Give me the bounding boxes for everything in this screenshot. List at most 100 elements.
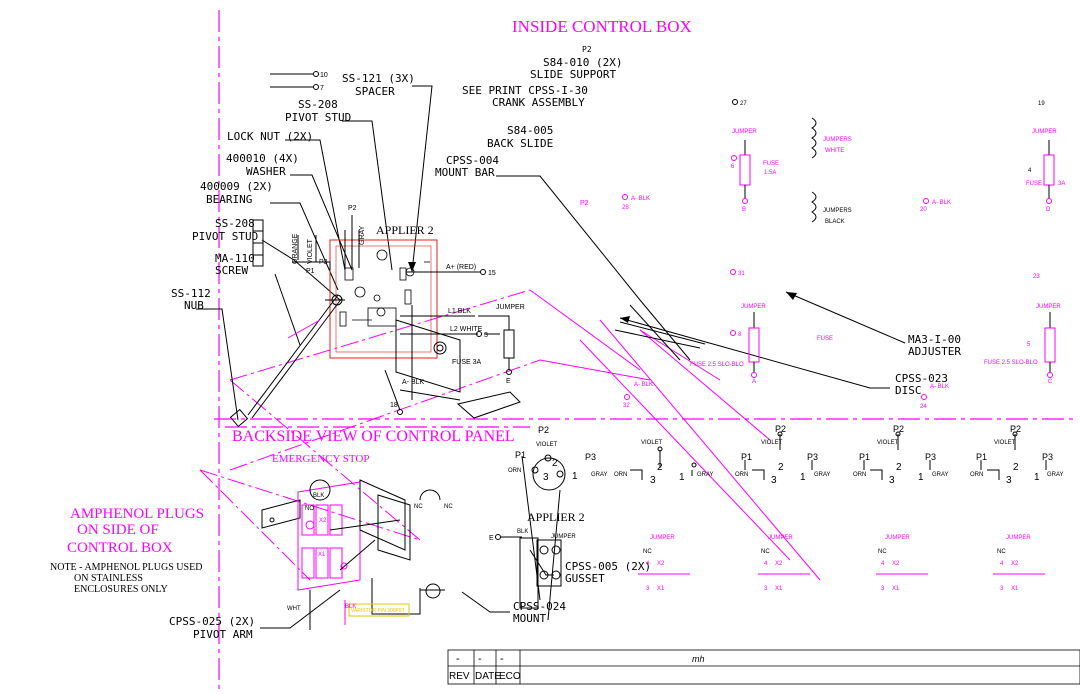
label-spacer: SPACER <box>355 85 395 98</box>
wire-3: 3 <box>484 332 488 339</box>
inside-control-box-title: INSIDE CONTROL BOX <box>512 17 692 36</box>
nc3-4: 4 <box>881 561 885 567</box>
rs-black: BLACK <box>825 219 845 225</box>
sg2-p1: P1 <box>741 452 752 462</box>
sg3-gray: GRAY <box>932 472 949 478</box>
wire-7-label: 7 <box>320 85 324 92</box>
rev-initials: mh <box>692 654 705 664</box>
label-cpss-005: CPSS-005 (2X) <box>565 560 651 573</box>
rs-27: 27 <box>740 101 747 107</box>
wire-a-plus: A+ (RED) <box>446 264 476 271</box>
estop-wire-labels: BLK NO X2 X1 BLK WHT NC NC <box>287 493 453 612</box>
rs-a-blk-4: A- BLK <box>930 384 949 390</box>
rs-c: C <box>1048 379 1053 385</box>
sg3-k2: 2 <box>896 462 902 473</box>
label-pivot-arm: PIVOT ARM <box>193 628 253 641</box>
rs-24: 24 <box>920 404 927 410</box>
estop-nc-1: NC <box>414 504 423 510</box>
varistor-label: VARISTOR P/N 300P9T <box>351 608 405 614</box>
label-crank-assembly: CRANK ASSEMBLY <box>492 96 585 109</box>
label-slide-support: SLIDE SUPPORT <box>530 68 616 81</box>
nc4-3: 3 <box>1000 586 1004 592</box>
wire-orange-board: ORANGE <box>292 233 299 264</box>
sg2-orn: ORN <box>735 472 748 478</box>
rs-d: D <box>1046 207 1051 213</box>
rs-6: 6 <box>731 164 735 170</box>
label-cpss-004: CPSS-004 <box>446 154 499 167</box>
wire-p2-board: P2 <box>348 205 357 212</box>
switch-group-3: P2 VIOLET P1 P3 ORN 2 3 1 GRAY <box>853 424 949 486</box>
nc2-nc: NC <box>761 549 770 555</box>
rs-5: 5 <box>1027 342 1031 348</box>
label-cpss-023: CPSS-023 <box>895 372 948 385</box>
rs-white: WHITE <box>825 148 844 154</box>
rs-b: B <box>742 207 746 213</box>
nc1-x2: X2 <box>657 561 665 567</box>
rs-fuse-15: FUSE <box>763 161 779 167</box>
nc1-nc: NC <box>643 549 652 555</box>
label-bearing: BEARING <box>206 193 252 206</box>
sg3-k1: 1 <box>918 472 924 483</box>
sg4-violet: VIOLET <box>994 440 1016 446</box>
nc3-jumper: JUMPER <box>885 535 910 541</box>
terminal-e-top <box>506 369 512 375</box>
pivot-arm-assembly <box>229 219 345 428</box>
rs-a: A <box>752 379 756 385</box>
sg3-p3: P3 <box>925 452 936 462</box>
label-back-slide: BACK SLIDE <box>487 137 553 150</box>
rs-jumper-4: JUMPER <box>1036 304 1061 310</box>
sg1-k1: 1 <box>679 472 685 483</box>
nc2-x1: X1 <box>775 586 783 592</box>
sg2-violet: VIOLET <box>761 440 783 446</box>
a2-e: E <box>489 535 494 542</box>
rs-19: 19 <box>1038 101 1045 107</box>
a2-blk: BLK <box>517 529 528 535</box>
sg1-gray: GRAY <box>697 472 714 478</box>
a2-p3: P3 <box>585 452 596 462</box>
sg2-k1: 1 <box>800 472 806 483</box>
sg2-gray: GRAY <box>814 472 831 478</box>
rev-label: REV <box>449 671 470 682</box>
rs-32: 32 <box>623 403 630 409</box>
label-screw: SCREW <box>215 264 248 277</box>
eco-label: ECO <box>499 671 521 682</box>
rs-3a: 3A <box>1058 181 1065 187</box>
terminal-7 <box>313 84 319 90</box>
sg1-orn: ORN <box>614 472 627 478</box>
nc4-nc: NC <box>997 549 1006 555</box>
terminal-18 <box>397 409 403 415</box>
wire-15: 15 <box>488 270 496 277</box>
a2-k1: 1 <box>572 471 578 482</box>
terminal-3 <box>476 331 482 337</box>
a2-k3: 3 <box>543 472 549 483</box>
rs-jumpers-1: JUMPERS <box>823 137 852 143</box>
a2-violet: VIOLET <box>536 442 558 448</box>
label-pivot-stud-a: PIVOT STUD <box>285 111 351 124</box>
switch-arc <box>419 489 441 501</box>
rs-31: 31 <box>738 271 745 277</box>
rs-a-blk-1: A- BLK <box>631 196 650 202</box>
sg2-k2: 2 <box>778 462 784 473</box>
amphenol-note: NOTE - AMPHENOL PLUGS USED ON STAINLESS … <box>50 562 202 595</box>
date-label: DATE <box>475 671 501 682</box>
sg3-p2: P2 <box>893 424 904 434</box>
wire-18: 18 <box>390 402 398 409</box>
rev-dash-3: - <box>500 653 504 665</box>
rs-jumper-3: JUMPER <box>741 304 766 310</box>
label-ss-112: SS-112 <box>171 287 211 300</box>
label-400009: 400009 (2X) <box>200 180 273 193</box>
a2-gray: GRAY <box>591 472 608 478</box>
nc1-jumper: JUMPER <box>650 535 675 541</box>
a2-k2: 2 <box>552 458 558 469</box>
label-ss-208-a: SS-208 <box>298 98 338 111</box>
a2-p2: P2 <box>538 425 549 435</box>
sg4-k3: 3 <box>1006 475 1012 486</box>
rev-dash-1: - <box>456 653 460 665</box>
label-disc: DISC <box>895 384 922 397</box>
wire-number-stubs <box>270 73 313 88</box>
nc-jumper-groups: JUMPER NC 4 X2 3 X1 JUMPER NC 4 X2 3 X1 … <box>638 535 1045 592</box>
sg4-gray: GRAY <box>1047 472 1064 478</box>
amphenol-line-2: ON SIDE OF <box>77 522 159 538</box>
slide-rails <box>614 299 706 361</box>
